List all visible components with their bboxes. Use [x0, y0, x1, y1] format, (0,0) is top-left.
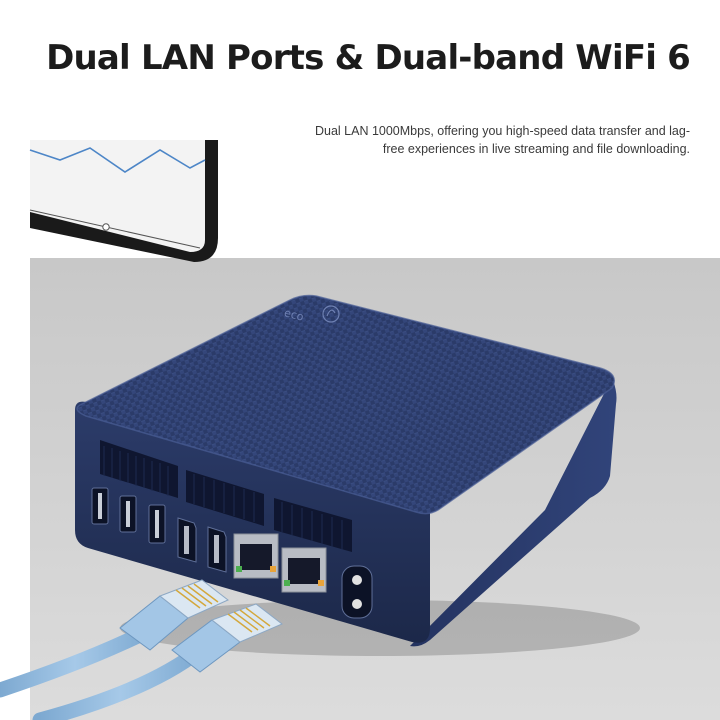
- ethernet-cables: [0, 579, 283, 720]
- usb-port-icon: [91, 487, 109, 525]
- front-vents: [100, 440, 352, 552]
- ethernet-port-icon: [233, 533, 279, 579]
- feature-description: Dual LAN 1000Mbps, offering you high-spe…: [314, 124, 690, 156]
- hdmi-port-icon: [177, 517, 197, 563]
- mini-pc: eco: [75, 294, 617, 647]
- ethernet-port-icon: [281, 547, 327, 593]
- usb-port-icon: [119, 495, 137, 533]
- brand-logo-text: eco: [283, 306, 305, 323]
- dc-power-port-icon: [341, 565, 373, 619]
- usb-port-icon: [148, 504, 166, 544]
- page-title: Dual LAN Ports & Dual-band WiFi 6: [46, 38, 691, 78]
- eco-logo-icon: eco: [283, 305, 340, 324]
- hdmi-port-icon: [207, 526, 227, 573]
- device-top-carbon: [77, 295, 615, 514]
- background-monitor: [29, 140, 218, 262]
